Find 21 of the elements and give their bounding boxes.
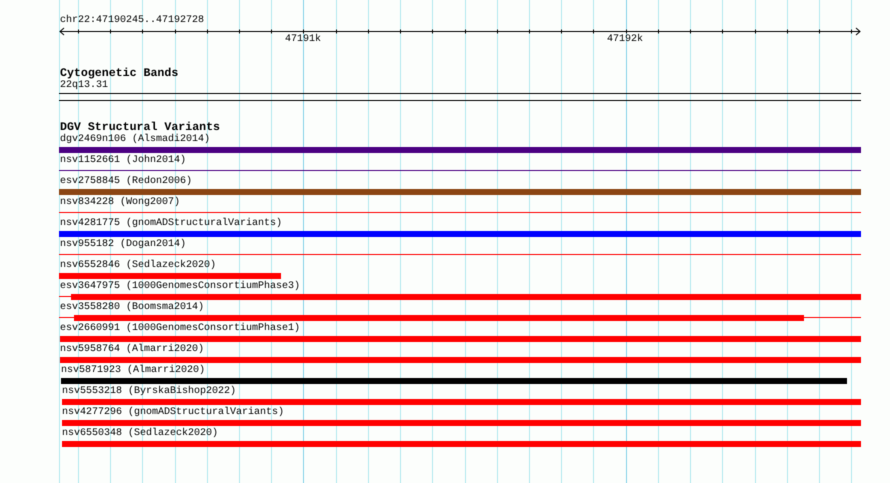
band-label: 22q13.31 [60, 80, 108, 92]
variant-label: dgv2469n106 (Alsmadi2014) [60, 134, 210, 146]
variant-label: nsv4277296 (gnomADStructuralVariants) [62, 407, 284, 419]
variant-label: nsv6552846 (Sedlazeck2020) [60, 260, 216, 272]
track-title: DGV Structural Variants [60, 121, 220, 134]
variant-label: nsv1152661 (John2014) [60, 155, 186, 167]
location-label: chr22:47190245..47192728 [60, 15, 204, 27]
variant-label: nsv6550348 (Sedlazeck2020) [62, 428, 218, 440]
variant-label: nsv4281775 (gnomADStructuralVariants) [60, 218, 282, 230]
variant-label: esv3647975 (1000GenomesConsortiumPhase3) [60, 281, 300, 293]
variant-label: nsv834228 (Wong2007) [60, 197, 180, 209]
variant-label: nsv5553218 (ByrskaBishop2022) [62, 386, 236, 398]
variant-label: nsv5871923 (Almarri2020) [61, 365, 206, 377]
track-title: Cytogenetic Bands [60, 66, 178, 80]
variant-label: esv2660991 (1000GenomesConsortiumPhase1) [60, 323, 300, 335]
tick-label: 47192k [607, 34, 643, 46]
variant-label: nsv955182 (Dogan2014) [60, 239, 186, 251]
tick-label: 47191k [285, 34, 321, 46]
variant-label: nsv5958764 (Almarri2020) [60, 344, 204, 356]
variant-label: esv2758845 (Redon2006) [60, 176, 192, 188]
variant-label: esv3558280 (Boomsma2014) [60, 302, 204, 314]
